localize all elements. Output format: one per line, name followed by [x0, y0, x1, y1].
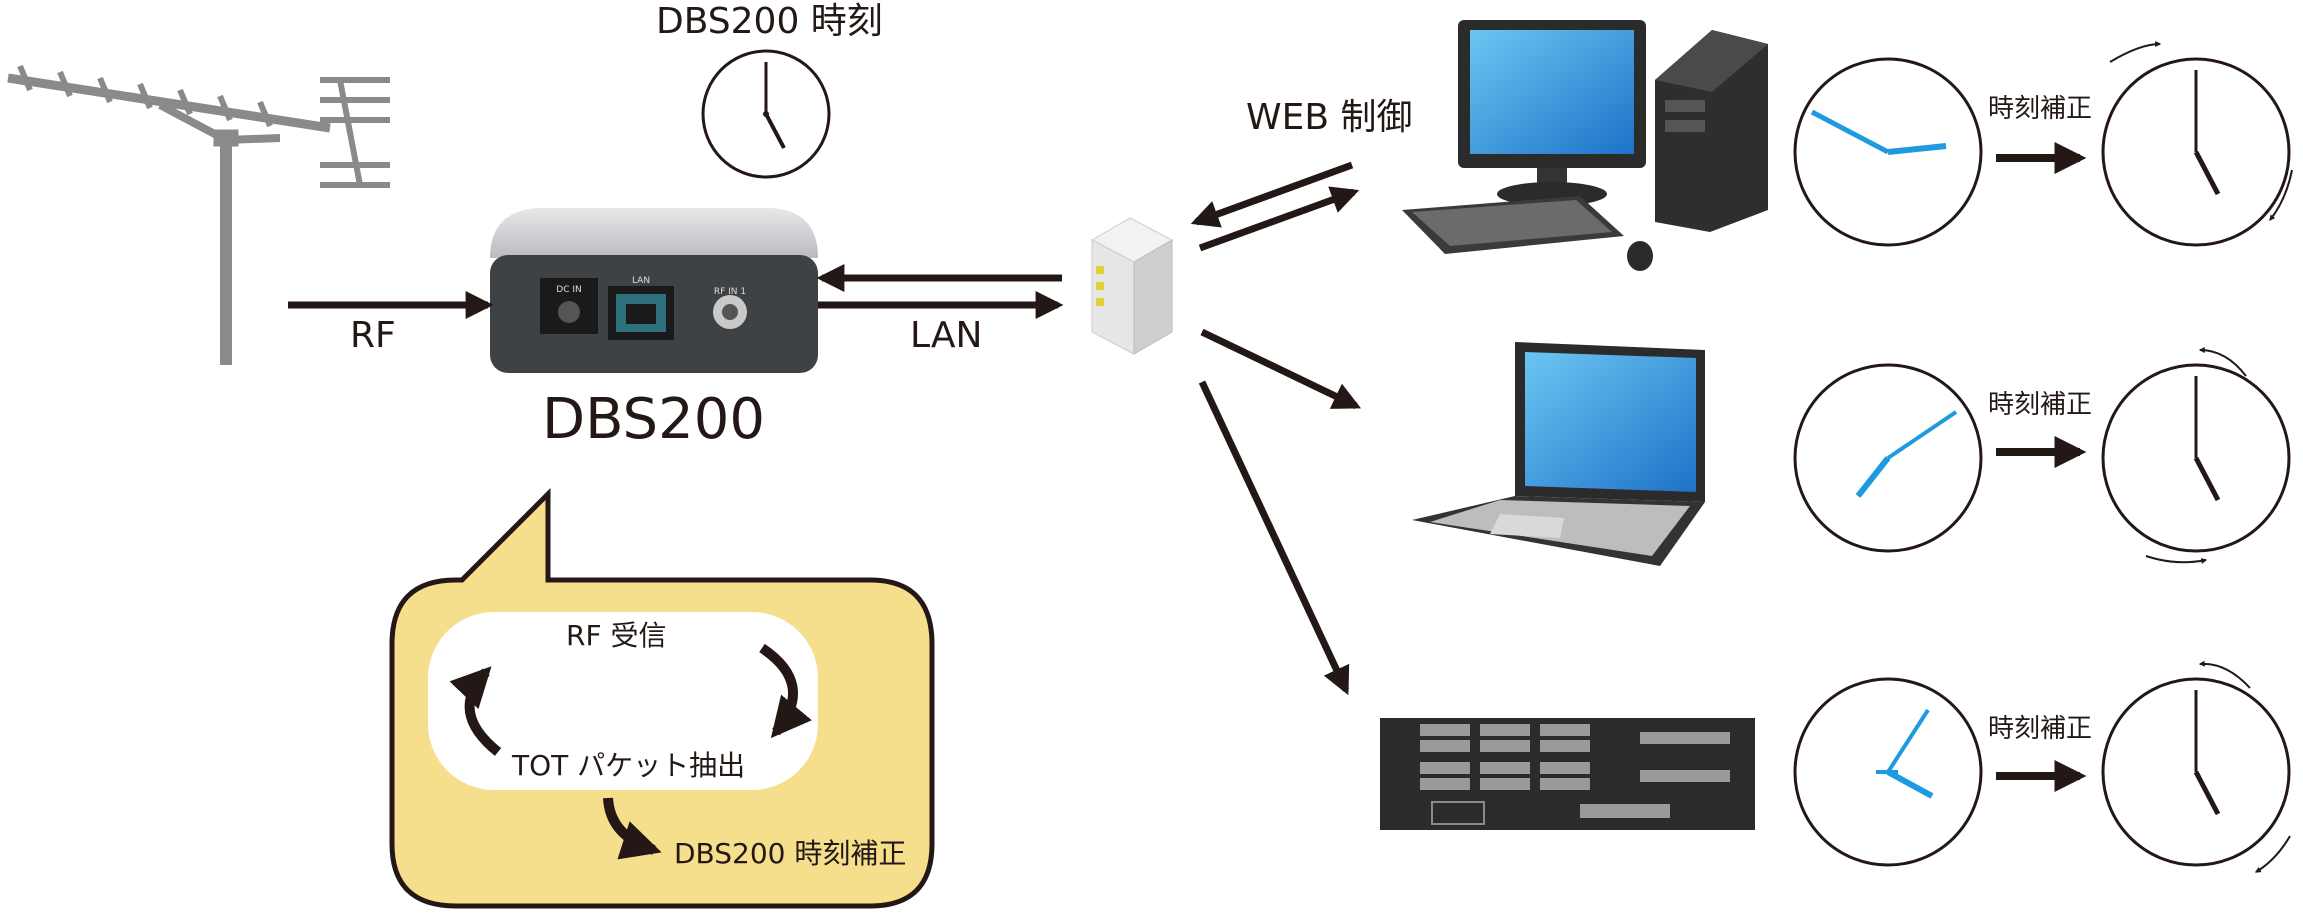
- rf-receive-label: RF 受信: [566, 619, 667, 652]
- rack-server-icon: [1380, 718, 1755, 830]
- laptop-clock-after: [2101, 347, 2291, 564]
- dbs200-time-label: DBS200 時刻: [656, 1, 883, 42]
- server-clock-before: [1793, 677, 1983, 867]
- laptop-correct-label: 時刻補正: [1988, 390, 2093, 420]
- dbs200-clock-icon: [701, 49, 831, 179]
- pc-correct-label: 時刻補正: [1988, 94, 2093, 124]
- hub-device-arrows: [1190, 161, 1362, 696]
- device-name-label: DBS200: [542, 387, 765, 452]
- laptop-clock-before: [1793, 363, 1983, 553]
- server-clock-after: [2101, 660, 2291, 873]
- dbs200-correct-label: DBS200 時刻補正: [674, 837, 907, 870]
- rf-label: RF: [350, 315, 396, 356]
- port-rf-in: RF IN 1: [714, 287, 746, 297]
- laptop-icon: [1412, 342, 1705, 566]
- pc-clock-after: [2101, 41, 2293, 247]
- port-lan: LAN: [632, 276, 650, 286]
- dbs200-device-icon: DC IN LAN RF IN 1: [490, 208, 818, 373]
- speech-bubble: [389, 487, 935, 909]
- tot-extract-label: TOT パケット抽出: [512, 749, 746, 782]
- web-control-label: WEB 制御: [1246, 97, 1413, 138]
- desktop-pc-icon: [1402, 20, 1768, 271]
- lan-arrows: [816, 264, 1064, 319]
- pc-clock-before: [1793, 57, 1983, 247]
- correction-arrows: [1996, 142, 2087, 792]
- port-dc-in: DC IN: [556, 285, 581, 295]
- network-hub-icon: [1090, 217, 1174, 355]
- lan-label: LAN: [910, 315, 983, 356]
- cycle-arrows: [449, 643, 812, 860]
- server-correct-label: 時刻補正: [1988, 714, 2093, 744]
- antenna-icon: [7, 64, 390, 365]
